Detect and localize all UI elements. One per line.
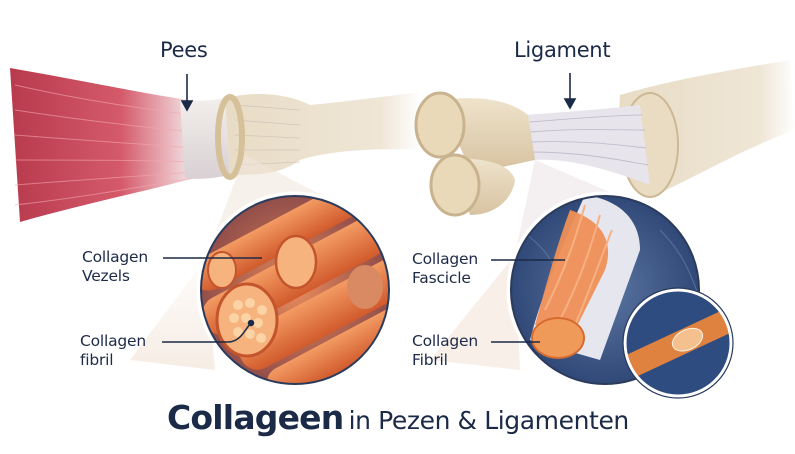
ligament-arrow-icon [563,73,577,110]
fibril-inset-circle [622,287,734,399]
pees-arrow-icon [180,74,194,112]
callout-collagen-fibril-right: Collagen Fibril [412,332,479,369]
title-rest: in Pezen & Ligamenten [348,406,630,435]
tendon-magnified-circle [201,196,389,384]
ligament-magnified-circle [511,196,699,384]
leader-line [162,323,251,343]
title-emphasis: Collageen [167,398,344,437]
diagram-title: Collageen in Pezen & Ligamenten [167,398,629,437]
ligament-heading: Ligament [514,38,611,62]
callout-collagen-fibril-left: Collagen fibril [80,332,147,369]
callout-collagen-fascicle: Collagen Fascicle [412,250,479,287]
tendon-heading: Pees [160,38,208,62]
callout-collagen-vezels: Collagen Vezels [82,248,149,285]
muscle-tendon-illustration [10,68,420,370]
